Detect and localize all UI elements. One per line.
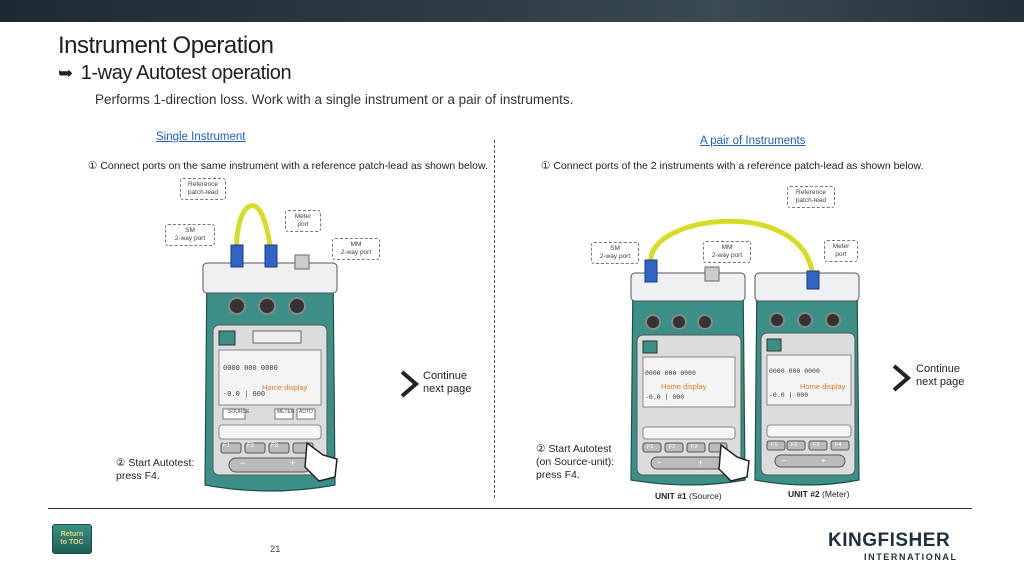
page-title: Instrument Operation [58,32,274,59]
svg-text:-0.0 | 000: -0.0 | 000 [769,391,808,399]
single-plus-key[interactable]: + [290,458,296,468]
single-key-auto[interactable]: AUTO [299,409,313,415]
section-subtitle: ➥ 1-way Autotest operation [58,62,292,85]
top-banner [0,0,1024,22]
pair-start-autotest: ② Start Autotest(on Source-unit):press F… [536,443,615,481]
column-divider [494,140,495,498]
pair-unit2-home-display-label: Home display [800,382,846,391]
pair-unit2-key-f1[interactable]: F1 [771,442,778,448]
pair-step-1: ① Connect ports of the 2 instruments wit… [541,160,924,172]
pair-unit2-key-f4[interactable]: F4 [835,442,842,448]
single-instrument-device: 0000 000 0000 -0.0 | 000 [202,203,338,492]
single-home-display-label: Home display [262,383,308,392]
svg-text:0000 000 0000: 0000 000 0000 [223,364,278,372]
svg-text:-0.0 | 000: -0.0 | 000 [645,393,684,401]
pair-unit2-minus-key[interactable]: − [781,456,786,465]
pair-continue-chevron-icon[interactable] [890,364,912,392]
svg-text:0000 000 0000: 0000 000 0000 [645,369,696,377]
single-instrument-link[interactable]: Single Instrument [156,131,246,143]
single-start-autotest: ② Start Autotest:press F4. [116,457,195,482]
unit-1-label: UNIT #1 (Source) [655,491,722,501]
pair-unit2-key-f3[interactable]: F3 [813,442,820,448]
single-step-1: ① Connect ports on the same instrument w… [88,160,488,172]
single-key-f1[interactable]: F1 [223,443,231,449]
pair-unit1-minus-key[interactable]: − [657,458,662,467]
footer-rule [48,508,972,509]
single-key-meter[interactable]: METER [277,409,295,415]
pair-unit1-plus-key[interactable]: + [698,458,703,467]
logo-sub: INTERNATIONAL [864,552,958,562]
subtitle-text: 1-way Autotest operation [80,62,292,84]
pair-unit2-key-f2[interactable]: F2 [791,442,798,448]
pair-instruments-link[interactable]: A pair of Instruments [700,135,806,147]
unit-2-label: UNIT #2 (Meter) [788,489,850,499]
pair-unit1-key-f3[interactable]: F3 [691,444,698,450]
single-minus-key[interactable]: − [240,458,246,468]
pair-unit1-key-f2[interactable]: F2 [669,444,676,450]
logo-name: KINGFISHER [828,530,951,551]
single-key-source[interactable]: SOURCE [228,409,250,415]
kingfisher-logo: KINGFISHER INTERNATIONAL [828,530,972,564]
arrow-right-icon: ➥ [58,63,73,83]
pair-instruments-devices: 0000 000 0000 -0.0 | 000 0000 000 0000 -… [630,218,860,486]
svg-text:0000 000 0000: 0000 000 0000 [769,367,820,375]
svg-text:-0.0 | 000: -0.0 | 000 [223,390,265,398]
pair-unit2-plus-key[interactable]: + [821,456,826,465]
single-key-f2[interactable]: F2 [247,443,255,449]
page-number: 21 [270,544,281,555]
pair-unit1-home-display-label: Home display [661,382,707,391]
pair-unit1-key-f1[interactable]: F1 [647,444,654,450]
description: Performs 1-direction loss. Work with a s… [95,92,574,107]
continue-chevron-icon[interactable] [398,370,420,398]
single-key-f3[interactable]: F3 [271,443,279,449]
